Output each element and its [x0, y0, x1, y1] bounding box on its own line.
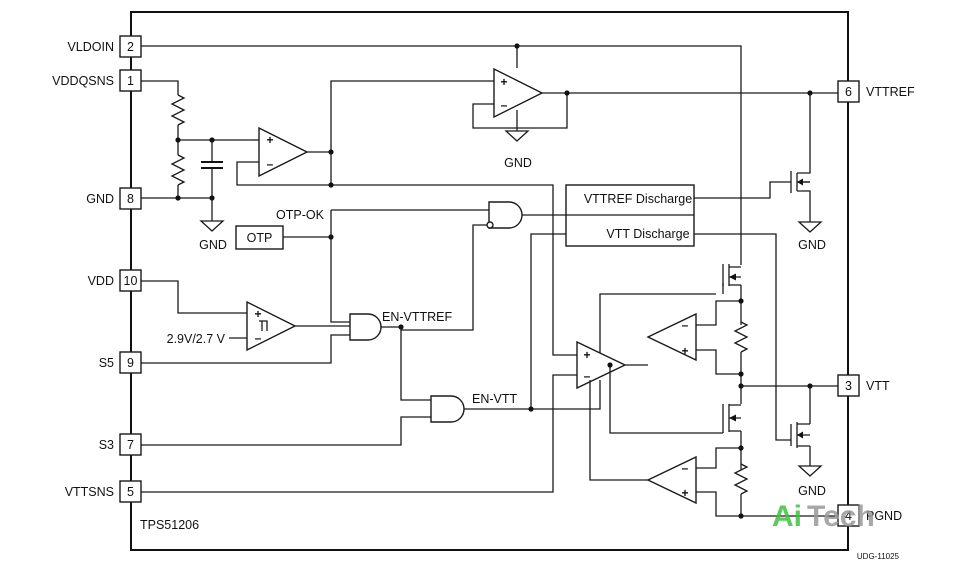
vtt-amp-minus: – — [584, 369, 591, 383]
vtt-discharge-label: VTT Discharge — [606, 227, 689, 241]
vttsns-line — [141, 374, 577, 493]
en-vttref-and-gate: EN-VTTREF — [141, 310, 453, 401]
chip-name: TPS51206 — [140, 518, 199, 532]
gnd-label-left: GND — [199, 238, 227, 252]
otp-label: OTP — [247, 231, 273, 245]
pin-vldoin: 2 VLDOIN — [67, 35, 142, 58]
vtt-discharge-fet: GND — [694, 233, 826, 498]
gnd-label-buffer: GND — [504, 156, 532, 170]
pin-gnd: 8 GND — [86, 187, 142, 210]
pin-vttsns: 5 VTTSNS — [65, 480, 142, 503]
pin-s5-label: S5 — [99, 356, 114, 370]
vtt-amp-plus: + — [583, 348, 590, 362]
pin-vddqsns-number: 1 — [127, 74, 134, 88]
aitech-watermark: Ai Tech — [772, 500, 875, 533]
vttref-buffer: + – GND — [472, 67, 838, 170]
pin-pgnd-label: PGND — [866, 509, 902, 523]
pin-vttref: 6 VTTREF — [837, 80, 915, 103]
lower-amp-minus: – — [682, 461, 689, 475]
upper-amp-plus: + — [681, 344, 688, 358]
watermark-part-ai: Ai — [772, 500, 802, 533]
uvlo-threshold-label: 2.9V/2.7 V — [167, 332, 226, 346]
uvlo-minus: – — [255, 331, 262, 345]
en-vttref-label: EN-VTTREF — [382, 310, 453, 324]
hysteresis-icon — [259, 320, 268, 331]
pin-vttref-label: VTTREF — [866, 85, 915, 99]
pin-vddqsns-label: VDDQSNS — [52, 74, 114, 88]
gnd-label-vttref-discharge: GND — [798, 238, 826, 252]
pin-gnd-number: 8 — [127, 192, 134, 206]
upper-output-fet — [722, 264, 749, 389]
pin-pgnd-number: 4 — [845, 509, 852, 523]
otp-ok-label: OTP-OK — [276, 208, 325, 222]
pin-s3: 7 S3 — [99, 433, 142, 456]
en-vtt-label: EN-VTT — [472, 392, 518, 406]
pin-s3-number: 7 — [127, 438, 134, 452]
pin-vdd-number: 10 — [124, 274, 138, 288]
vttref-discharge-fet: GND — [694, 93, 826, 252]
pin-vdd: 10 VDD — [88, 269, 142, 292]
lower-output-fet — [722, 386, 838, 519]
upper-amp-minus: – — [682, 318, 689, 332]
pin-vtt: 3 VTT — [837, 374, 890, 397]
pin-s5: 9 S5 — [99, 351, 142, 374]
en-vtt-and-gate: EN-VTT — [141, 233, 601, 446]
gnd-label-vtt-discharge: GND — [798, 484, 826, 498]
pin-s5-number: 9 — [127, 356, 134, 370]
pin-vdd-label: VDD — [88, 274, 114, 288]
vtt-error-amplifier: + – — [576, 293, 723, 481]
upper-driver-amp: – + — [646, 300, 741, 375]
pin-vldoin-label: VLDOIN — [67, 40, 114, 54]
uvlo-comparator: + – 2.9V/2.7 V — [141, 280, 350, 352]
vtt-output-node — [741, 383, 838, 389]
watermark-part-tech: Tech — [807, 500, 875, 533]
pin-vttsns-label: VTTSNS — [65, 485, 114, 499]
doc-id: UDG-11025 — [857, 552, 900, 561]
ref-amp-plus: + — [266, 133, 273, 147]
vttref-amp-minus: – — [501, 98, 508, 112]
pin-vtt-label: VTT — [866, 379, 890, 393]
uvlo-plus: + — [254, 307, 261, 321]
vldoin-rail — [141, 43, 742, 265]
pin-vldoin-number: 2 — [127, 40, 134, 54]
vttref-discharge-label: VTTREF Discharge — [584, 192, 692, 206]
reference-amplifier: + – — [236, 80, 577, 356]
pin-vttsns-number: 5 — [127, 485, 134, 499]
lower-amp-plus: + — [681, 486, 688, 500]
pin-gnd-label: GND — [86, 192, 114, 206]
pin-vddqsns: 1 VDDQSNS — [52, 69, 142, 92]
discharge-nand-gate — [401, 201, 566, 331]
otp-block: OTP OTP-OK — [235, 208, 489, 323]
pin-s3-label: S3 — [99, 438, 114, 452]
pin-vtt-number: 3 — [845, 379, 852, 393]
lower-driver-amp: – + — [646, 447, 741, 517]
discharge-block: VTTREF Discharge VTT Discharge — [565, 184, 695, 247]
vddqsns-divider: GND — [141, 80, 252, 252]
pin-vttref-number: 6 — [845, 85, 852, 99]
ref-amp-minus: – — [267, 157, 274, 171]
vttref-amp-plus: + — [500, 75, 507, 89]
